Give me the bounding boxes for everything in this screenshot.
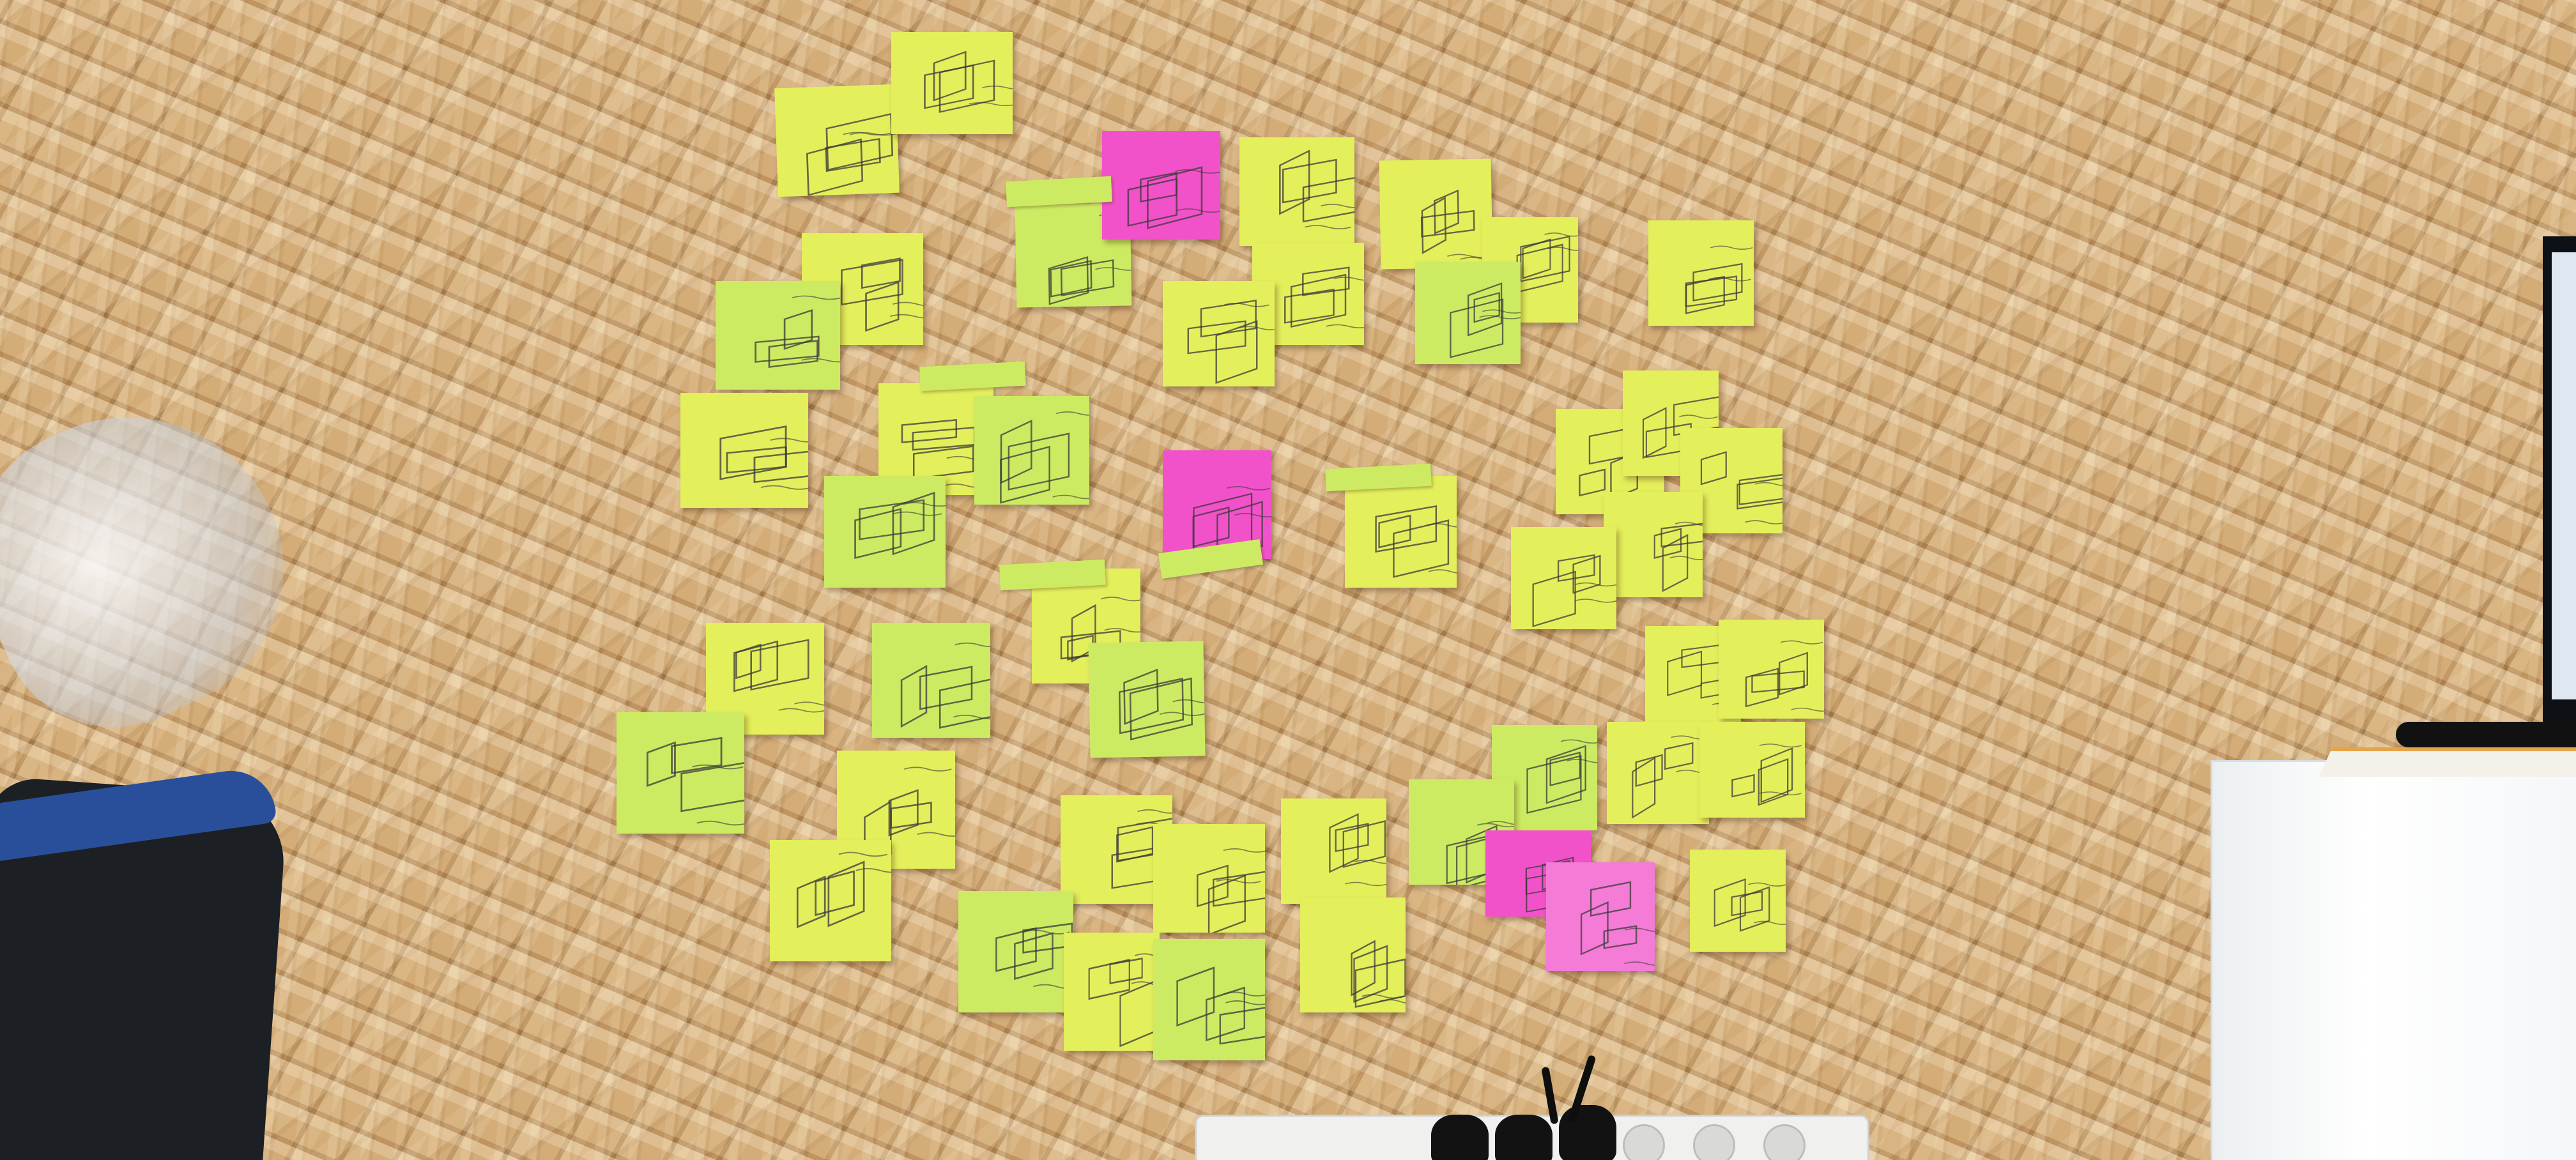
sticky-note [1064,933,1160,1051]
sketch-drawing [755,295,840,368]
sketch-drawing [646,736,744,826]
sketch-drawing [1187,300,1275,385]
sticky-note [1511,527,1616,629]
sketch-drawing [1176,966,1265,1045]
sticky-note [824,476,946,588]
sticky-note [770,840,891,961]
sticky-note [958,891,1073,1012]
sketch-drawing [1197,848,1265,933]
sticky-note [1604,492,1703,597]
sketch-drawing [854,491,946,560]
sticky-note-label-strip [1006,176,1112,208]
sticky-note [680,393,808,508]
desk-tray [2396,722,2576,747]
sketch-drawing [1329,813,1386,887]
sticky-note [1102,131,1220,240]
sketch-drawing [806,112,899,196]
sticky-note [1281,798,1386,904]
sketch-drawing [1731,744,1802,806]
sticky-note [1153,824,1265,933]
sticky-note [774,84,900,197]
power-plug [1431,1115,1489,1160]
sketch-drawing [796,851,891,929]
sketch-drawing [1450,282,1521,358]
power-outlet [1623,1124,1665,1160]
sketch-drawing [924,50,1013,113]
sketch-drawing [1526,739,1597,814]
sketch-drawing [901,419,993,489]
sticky-note [1163,281,1275,386]
sketch-drawing [1745,640,1824,712]
sketch-drawing [1375,505,1457,578]
sketch-drawing [1279,149,1354,230]
sketch-drawing [1000,411,1089,504]
sketch-drawing [1685,245,1753,314]
sticky-note [1648,220,1754,326]
sticky-note [716,281,840,390]
power-outlet [1693,1124,1735,1160]
sketch-drawing [719,425,808,490]
power-plug [1559,1105,1616,1160]
sticky-note [872,623,990,738]
sketch-drawing [1653,521,1703,592]
white-cabinet [2211,760,2576,1160]
sticky-note-label-strip [919,361,1026,392]
sketch-drawing [1088,953,1160,1048]
sticky-note [1719,620,1824,719]
sticky-note [1699,722,1805,818]
sticky-note [1300,897,1406,1012]
plastic-bag [0,365,331,765]
sticky-note [1546,862,1655,971]
sticky-note [891,32,1013,134]
sticky-note [1153,939,1265,1060]
sketch-drawing [1632,735,1709,819]
sticky-note [1690,850,1786,952]
power-plug [1495,1115,1552,1160]
sketch-drawing [1127,166,1220,229]
sketch-drawing [1351,940,1406,1008]
sketch-drawing [900,642,990,729]
sketch-drawing [1713,878,1786,932]
sticky-note [1379,158,1493,270]
sticky-note [1239,137,1354,246]
sticky-note [617,712,744,834]
sticky-note [974,396,1089,505]
sketch-drawing [841,257,923,332]
sketch-drawing [1284,266,1364,329]
sticky-note [1345,476,1457,588]
sticky-note [1415,262,1521,364]
sketch-drawing [1532,554,1616,627]
sketch-drawing [1118,668,1206,741]
sketch-drawing [1420,189,1493,261]
monitor-screen [2552,252,2576,699]
power-outlet [1763,1124,1805,1160]
sketch-drawing [995,922,1073,989]
sketch-drawing [733,639,824,713]
sticky-note [1607,722,1709,824]
sketch-drawing [1580,881,1655,966]
sticky-note [1088,641,1206,758]
sketch-drawing [1700,451,1782,524]
cabinet-paper-stack [2319,747,2576,777]
